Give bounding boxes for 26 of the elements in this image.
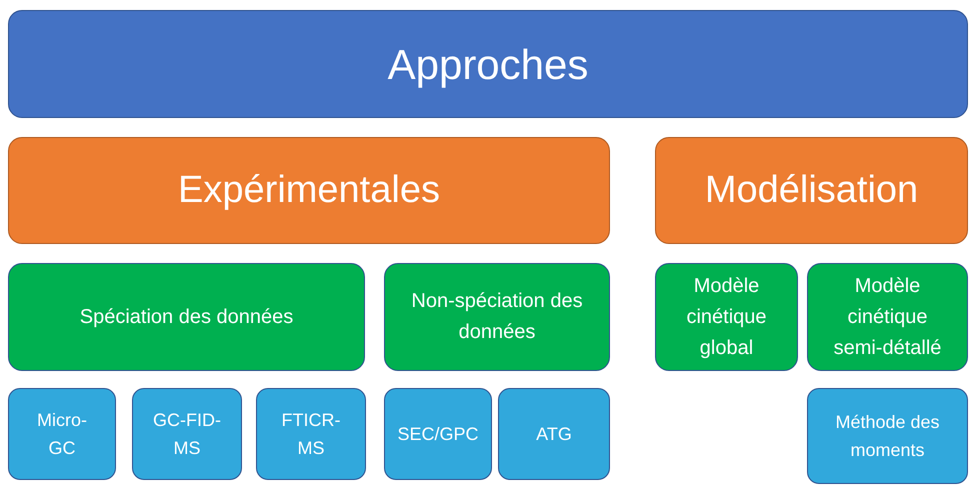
title-box — [8, 10, 968, 118]
group-box — [655, 263, 798, 371]
box-label: Méthode des moments — [834, 411, 941, 462]
method-box — [256, 388, 366, 480]
box-label: Approches — [388, 40, 588, 90]
group-box — [807, 263, 968, 371]
box-label: Non-spéciation des données — [410, 289, 584, 345]
method-box — [807, 388, 968, 484]
box-label: SEC/GPC — [396, 423, 480, 446]
box-label: Expérimentales — [178, 168, 440, 213]
method-box — [384, 388, 492, 480]
group-box — [8, 263, 365, 371]
box-label: Modèle cinétique semi-détallé — [832, 274, 942, 360]
method-box — [132, 388, 242, 480]
category-box — [655, 137, 968, 244]
box-label: Micro-GC — [36, 409, 88, 460]
method-box — [8, 388, 116, 480]
group-box — [384, 263, 610, 371]
box-label: Spéciation des données — [78, 304, 294, 330]
box-label: ATG — [535, 423, 573, 446]
box-label: FTICR-MS — [280, 409, 342, 460]
box-label: Modèle cinétique global — [685, 274, 768, 360]
category-box — [8, 137, 610, 244]
method-box — [498, 388, 610, 480]
box-label: Modélisation — [704, 168, 918, 213]
box-label: GC-FID-MS — [152, 409, 222, 460]
